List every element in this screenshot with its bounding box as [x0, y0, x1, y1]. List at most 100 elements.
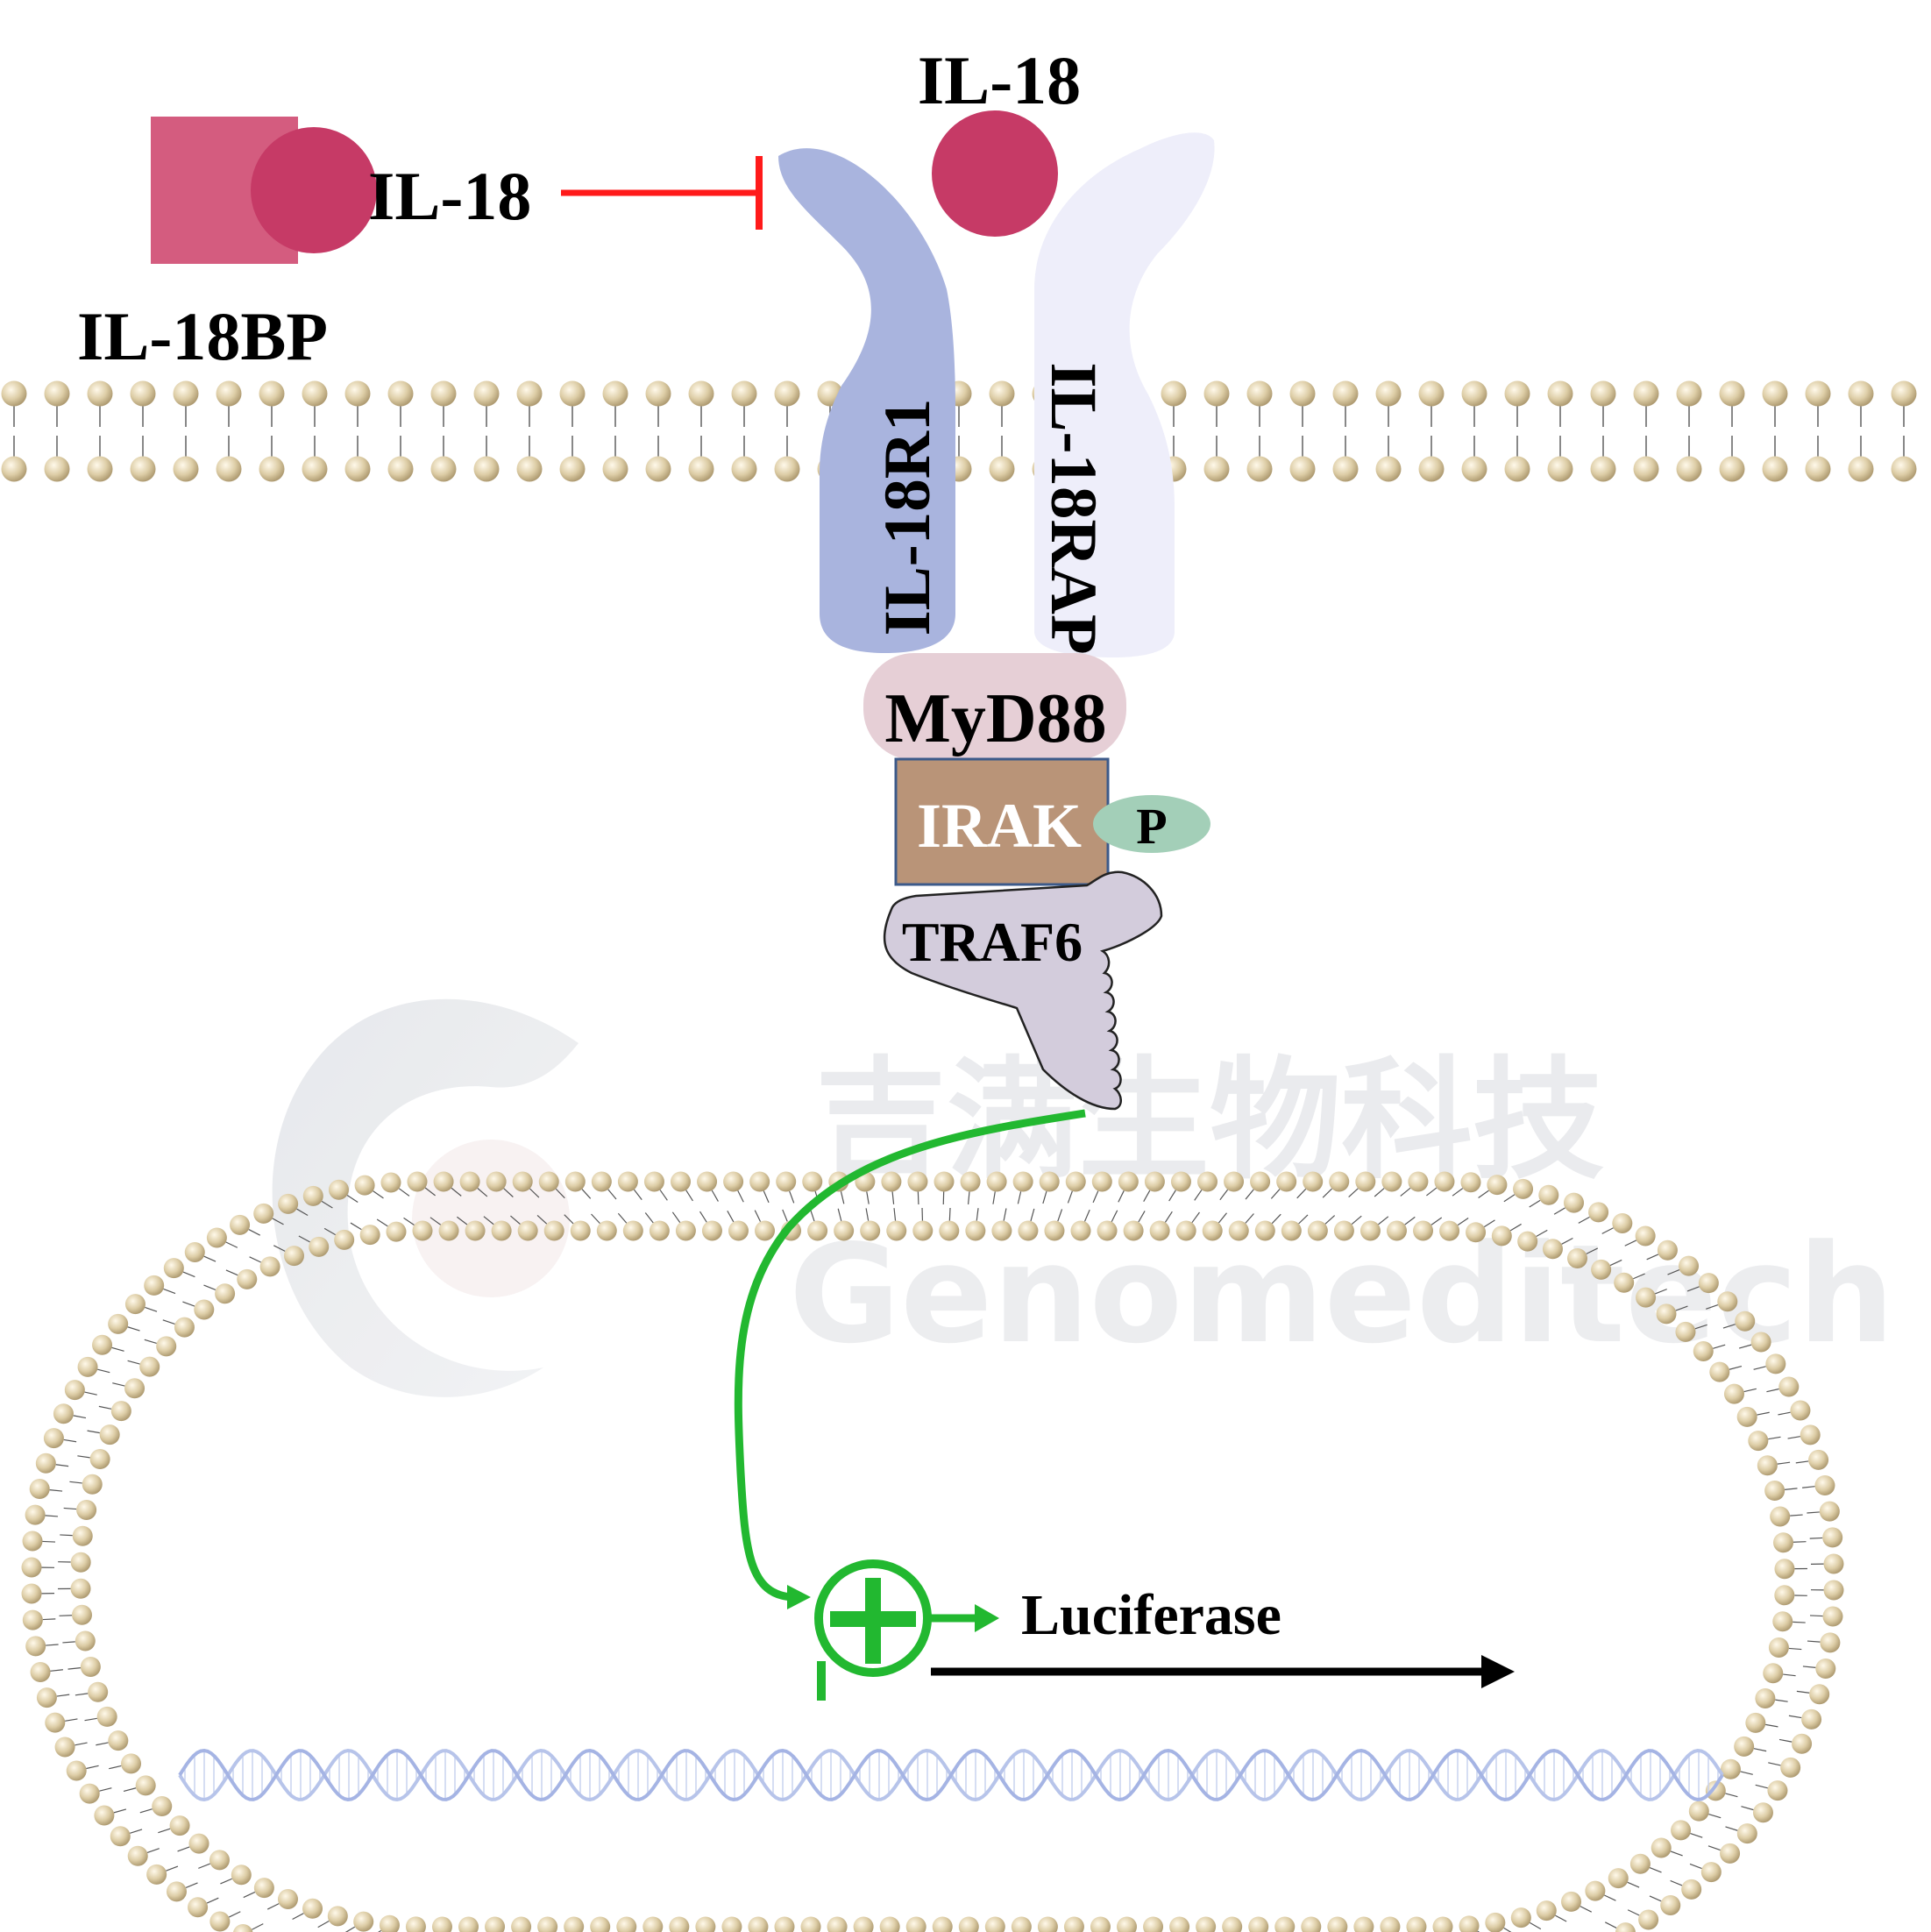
lipid-head — [1439, 1220, 1460, 1241]
lipid-tail — [617, 1212, 628, 1224]
lipid-head — [21, 1583, 42, 1604]
lipid-head — [146, 1864, 167, 1885]
lipid-head — [721, 1916, 742, 1932]
il18-bound-ligand — [251, 127, 377, 253]
lipid-head — [130, 456, 156, 482]
lipid-tail — [917, 1191, 919, 1205]
lipid-tail — [840, 1191, 845, 1204]
lipid-tail — [1655, 1289, 1667, 1295]
lipid-head — [543, 1220, 564, 1241]
lipid-head — [1808, 1449, 1829, 1470]
lipid-head — [774, 1916, 795, 1932]
lipid-head — [701, 1220, 722, 1241]
lipid-tail — [1322, 1188, 1332, 1198]
lipid-tail — [1778, 1411, 1791, 1416]
lipid-head — [1809, 1684, 1830, 1705]
lipid-tail — [483, 1216, 494, 1225]
lipid-head — [430, 456, 457, 482]
lipid-head — [1408, 1171, 1429, 1192]
lipid-tail — [1578, 1216, 1590, 1224]
lipid-head — [87, 456, 113, 482]
lipid-tail — [536, 1214, 548, 1225]
lipid-head — [387, 456, 414, 482]
lipid-tail — [1529, 1921, 1542, 1930]
lipid-tail — [510, 1215, 521, 1225]
lipid-tail — [1788, 1715, 1802, 1719]
lipid-head — [1752, 1802, 1773, 1823]
lipid-tail — [1271, 1213, 1281, 1225]
lipid-tail — [837, 1208, 842, 1222]
lipid-head — [1485, 1912, 1506, 1932]
lipid-tail — [782, 1209, 788, 1222]
lipid-head — [989, 380, 1015, 407]
lipid-tail — [1601, 1227, 1614, 1234]
lipid-head — [237, 1268, 258, 1289]
lipid-head — [334, 1229, 355, 1250]
lipid-tail — [163, 1288, 176, 1295]
lipid-head — [1774, 1559, 1795, 1580]
il18rap-label: IL-18RAP — [1037, 362, 1110, 654]
lipid-head — [459, 1171, 480, 1192]
lipid-tail — [1725, 1793, 1738, 1798]
lipid-head — [1360, 1220, 1381, 1241]
lipid-head — [1660, 1894, 1681, 1915]
lipid-head — [169, 1815, 190, 1836]
lipid-tail — [87, 1430, 100, 1434]
lipid-tail — [1633, 1273, 1645, 1280]
lipid-tail — [1649, 1867, 1662, 1873]
nuclear-membrane — [21, 1171, 1844, 1932]
lipid-head — [1254, 1220, 1275, 1241]
lipid-head — [1763, 1663, 1784, 1684]
lipid-head — [430, 380, 457, 407]
lipid-tail — [1807, 1640, 1821, 1643]
lipid-tail — [891, 1191, 895, 1204]
lipid-head — [99, 1424, 120, 1445]
lipid-head — [1772, 1611, 1793, 1632]
lipid-tail — [1670, 1879, 1683, 1886]
lipid-head — [166, 1881, 187, 1902]
lipid-head — [1638, 1909, 1659, 1930]
lipid-head — [1778, 1376, 1800, 1397]
lipid-head — [72, 1525, 93, 1546]
lipid-head — [1332, 456, 1359, 482]
lipid-head — [380, 1172, 401, 1193]
lipid-tail — [73, 1415, 87, 1419]
lipid-head — [1564, 1192, 1585, 1213]
lipid-head — [1170, 1171, 1191, 1192]
lipid-head — [1063, 1916, 1084, 1932]
lipid-head — [124, 1294, 146, 1315]
lipid-head — [1434, 1171, 1455, 1192]
lipid-head — [564, 1916, 585, 1932]
lipid-head — [1301, 1916, 1322, 1932]
lipid-head — [77, 1356, 98, 1377]
lipid-head — [1542, 1239, 1563, 1260]
lipid-head — [1772, 1532, 1793, 1553]
lipid-head — [1037, 1916, 1058, 1932]
lipid-head — [602, 380, 628, 407]
lipid-head — [1547, 380, 1573, 407]
lipid-tail — [1378, 1216, 1389, 1225]
lipid-head — [75, 1630, 96, 1651]
lipid-head — [194, 1299, 215, 1320]
lipid-head — [800, 1916, 821, 1932]
lipid-tail — [162, 1319, 175, 1325]
lipid-head — [1736, 1406, 1757, 1427]
lipid-head — [1375, 380, 1402, 407]
lipid-head — [124, 1378, 146, 1399]
lipid-head — [1700, 1862, 1722, 1883]
il18r1-receptor — [778, 148, 955, 653]
lipid-head — [1736, 1823, 1757, 1844]
lipid-tail — [1605, 1921, 1617, 1928]
il18-bound-label: IL-18 — [368, 158, 531, 234]
lipid-head — [511, 1916, 532, 1932]
lipid-tail — [564, 1214, 574, 1225]
lipid-tail — [65, 1718, 78, 1722]
lipid-head — [1091, 1171, 1112, 1192]
lipid-tail — [1713, 1344, 1726, 1349]
lipid-tail — [754, 1210, 762, 1222]
lipid-tail — [1580, 1906, 1592, 1913]
lipid-head — [473, 380, 500, 407]
lipid-head — [1774, 1585, 1795, 1606]
lipid-head — [1381, 1171, 1402, 1192]
lipid-head — [64, 1380, 85, 1401]
